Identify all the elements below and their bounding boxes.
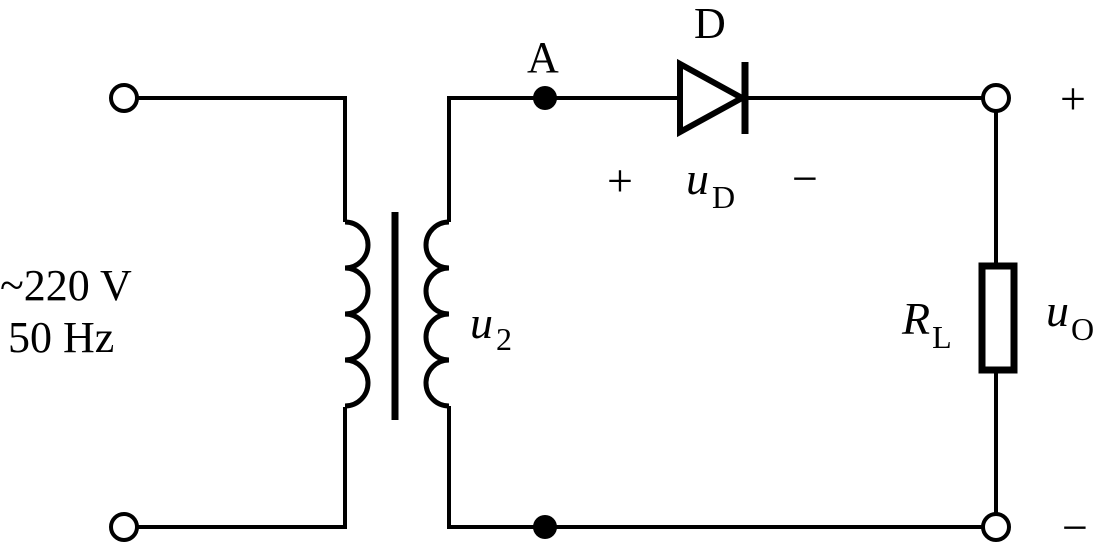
node-a-label: A	[527, 33, 559, 82]
primary-top-wire	[137, 96, 347, 222]
node-a-dot	[533, 86, 557, 110]
diode-label: D	[694, 0, 726, 48]
output-terminal-top	[981, 83, 1011, 113]
primary-bottom-wire	[137, 407, 347, 529]
load-resistor-symbol: R	[901, 293, 930, 344]
output-terminal-bottom	[981, 512, 1011, 542]
input-terminal-bottom	[109, 512, 139, 542]
diode-minus-sign: −	[792, 153, 818, 204]
diode-voltage-label: uD	[686, 153, 735, 215]
diode-voltage-subscript: D	[712, 179, 735, 215]
secondary-voltage-symbol: u	[470, 297, 493, 348]
input-terminal-top	[109, 83, 139, 113]
primary-winding	[344, 219, 371, 409]
diode-symbol	[677, 58, 749, 138]
secondary-top-wire	[447, 96, 682, 222]
source-frequency-label: 50 Hz	[8, 313, 114, 362]
source-voltage-label: ~220 V	[0, 261, 132, 310]
secondary-voltage-subscript: 2	[496, 321, 512, 357]
output-voltage-label: uO	[1046, 285, 1094, 347]
output-voltage-subscript: O	[1071, 311, 1094, 347]
bottom-return-wire	[447, 406, 983, 529]
diode-plus-sign: +	[607, 155, 633, 206]
load-resistor	[978, 262, 1018, 374]
load-resistor-label: RL	[901, 293, 952, 355]
bottom-node-dot	[533, 515, 557, 539]
diode-voltage-symbol: u	[686, 153, 709, 204]
secondary-winding	[423, 219, 450, 409]
output-plus-sign: +	[1060, 73, 1086, 124]
output-minus-sign: −	[1062, 502, 1088, 553]
output-voltage-symbol: u	[1046, 285, 1069, 336]
secondary-voltage-label: u2	[470, 297, 512, 357]
load-resistor-subscript: L	[932, 319, 952, 355]
